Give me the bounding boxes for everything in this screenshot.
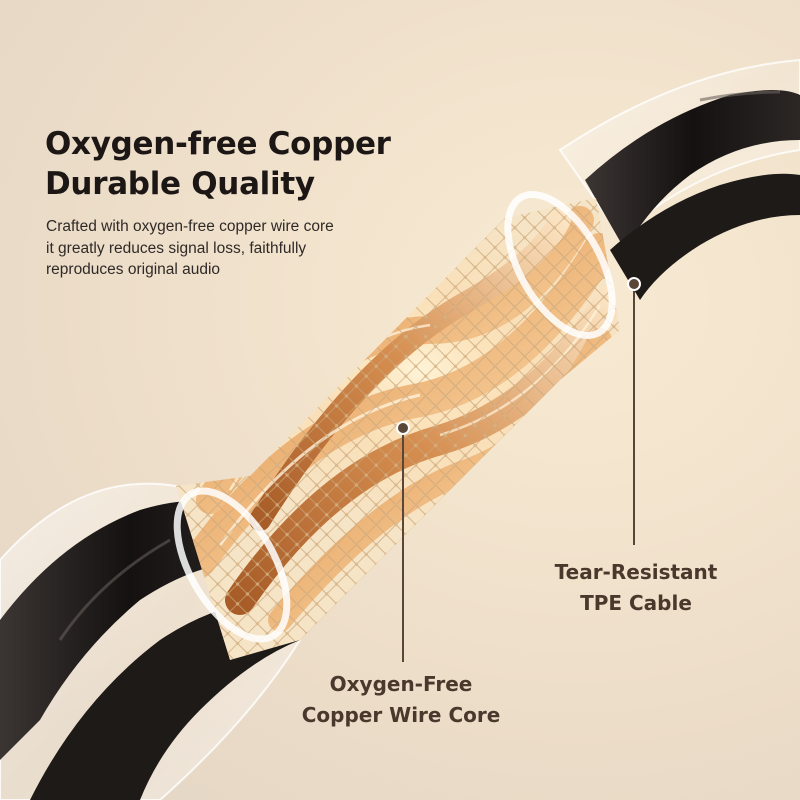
callout-copper-line-2: Copper Wire Core xyxy=(301,703,501,727)
description-line-2: it greatly reduces signal loss, faithful… xyxy=(46,239,307,257)
headline-line-1: Oxygen-free Copper xyxy=(45,126,391,162)
description-line-1: Crafted with oxygen-free copper wire cor… xyxy=(46,218,334,235)
jacket-ring-top xyxy=(504,191,616,339)
callout-copper-line-1: Oxygen-Free xyxy=(329,672,473,696)
callout-copper-core: Oxygen-Free Copper Wire Core xyxy=(288,669,514,731)
headline: Oxygen-free Copper Durable Quality xyxy=(45,124,391,204)
callout-tpe-cable: Tear-Resistant TPE Cable xyxy=(536,557,736,619)
black-wire-top-b xyxy=(610,173,800,300)
callout-tpe-line-1: Tear-Resistant xyxy=(554,560,718,584)
headline-line-2: Durable Quality xyxy=(45,166,315,202)
description-line-3: reproduces original audio xyxy=(46,261,221,278)
black-wire-bottom-a xyxy=(0,501,260,760)
description: Crafted with oxygen-free copper wire cor… xyxy=(46,216,334,281)
leader-dot-tpe xyxy=(627,277,641,291)
jacket-ring-bottom xyxy=(173,487,291,643)
leader-dot-copper xyxy=(396,421,410,435)
callout-tpe-line-2: TPE Cable xyxy=(580,591,692,615)
black-wire-top-a xyxy=(585,90,800,250)
